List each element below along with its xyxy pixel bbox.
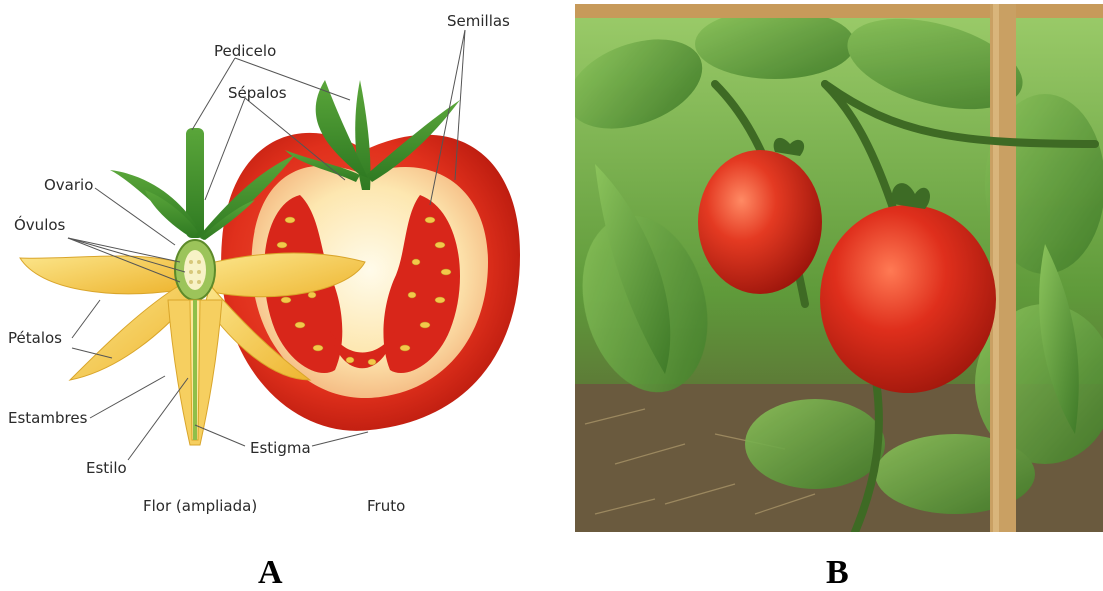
tomato-right [820,205,996,393]
photo-illustration [575,4,1103,532]
flower-fruit-diagram: Semillas Pedicelo Sépalos Ovario Óvulos … [0,0,560,535]
label-ovulos: Óvulos [14,218,65,233]
label-semillas: Semillas [447,14,510,29]
label-estigma: Estigma [250,441,311,456]
label-ovario: Ovario [44,178,93,193]
label-estambres: Estambres [8,411,87,426]
label-flor-ampliada: Flor (ampliada) [143,499,257,514]
label-petalos: Pétalos [8,331,62,346]
label-sepalos: Sépalos [228,86,287,101]
label-fruto: Fruto [367,499,405,514]
label-pedicelo: Pedicelo [214,44,276,59]
label-estilo: Estilo [86,461,127,476]
tomato-left [698,150,822,294]
panel-label-b: B [826,556,849,590]
tomato-plant-photo [575,4,1103,532]
panel-label-a: A [258,556,283,590]
